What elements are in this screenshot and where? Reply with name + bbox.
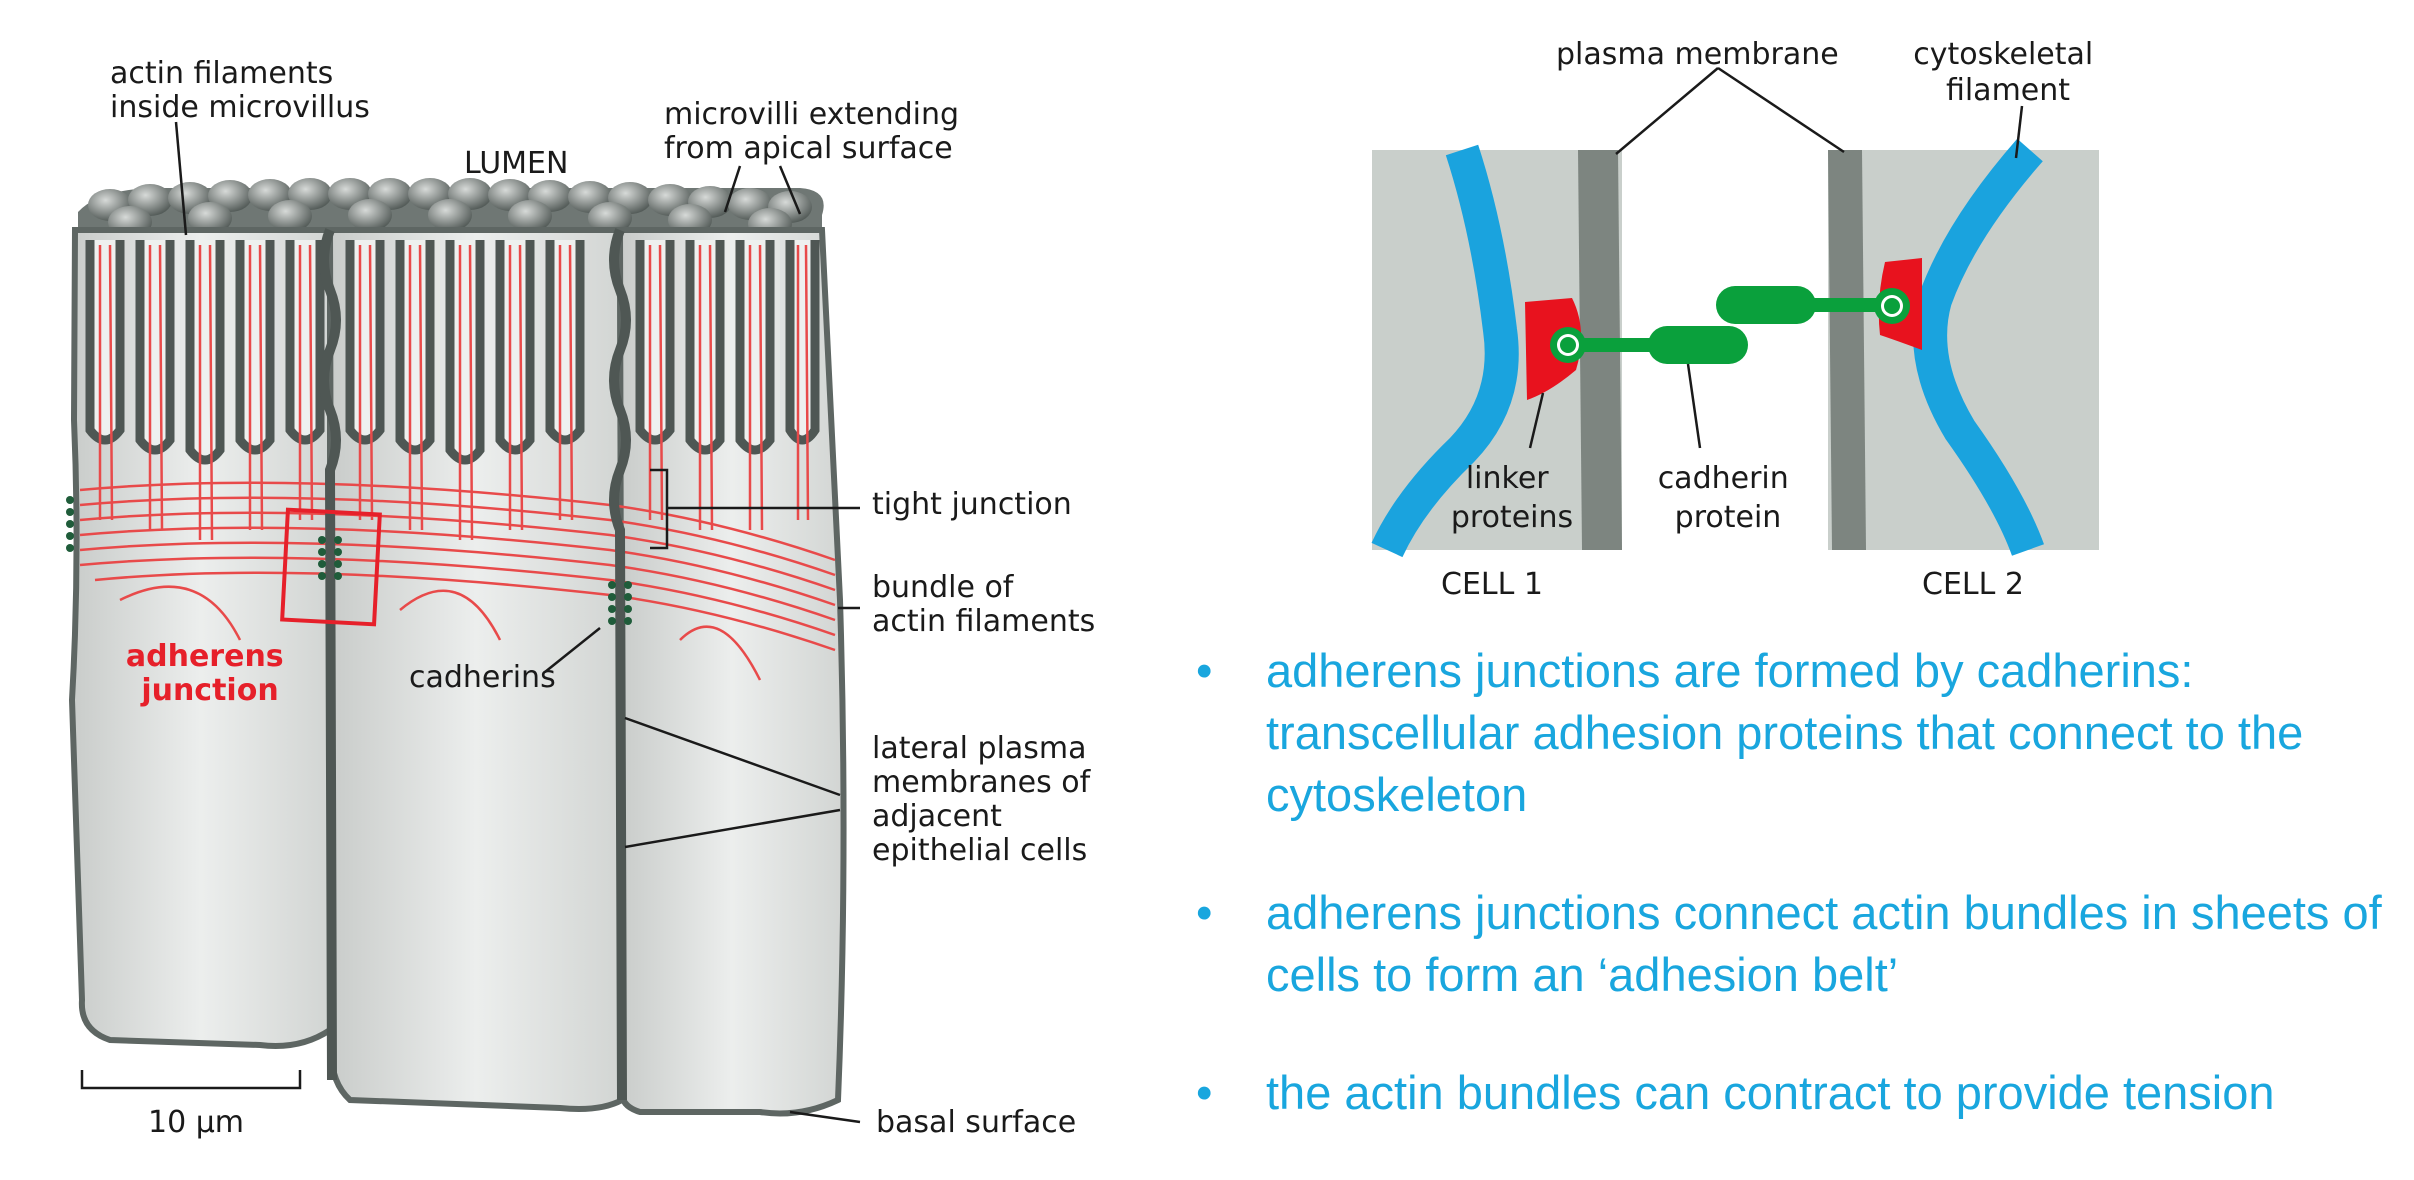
cell-body-3 [616, 227, 847, 1117]
left-leader-lines [80, 121, 861, 1124]
bullet-list: • adherens junctions are formed by cadher… [1190, 640, 2414, 1180]
cadherin-protein-label: cadherin protein [1658, 461, 1799, 535]
cadherin-protein [1550, 286, 1910, 364]
adherens-highlight-box [280, 507, 382, 627]
cell2-label: CELL 2 [1922, 567, 2024, 602]
plasma-membrane-label: plasma membrane [1556, 37, 1839, 72]
cadherins-label: cadherins [409, 660, 556, 695]
microvilli-tops [88, 178, 812, 240]
bullet-item: • adherens junctions connect actin bundle… [1190, 882, 2414, 1006]
lateral-membranes-label: lateral plasma membranes of adjacent epi… [872, 731, 1100, 868]
right-leader-lines [1528, 66, 2024, 449]
cytoskeletal-filament-label: cytoskeletal filament [1913, 37, 2103, 108]
bullet-dot-icon: • [1196, 1066, 1213, 1119]
cytoskeletal-filament-cell2 [1913, 138, 2044, 556]
bullet-text: adherens junctions are formed by cadheri… [1266, 644, 2304, 821]
tight-junction-label: tight junction [872, 487, 1072, 522]
microvilli-label: microvilli extending from apical surface [664, 97, 969, 166]
bundle-actin-label: bundle of actin filaments [872, 570, 1095, 639]
cell1-label: CELL 1 [1441, 567, 1543, 602]
adherens-junction-label: adherens junction [126, 639, 294, 708]
actin-belt [79, 481, 836, 681]
cadherin-clusters [66, 496, 632, 625]
linker-proteins-label: linker proteins [1451, 461, 1573, 535]
bullet-text: the actin bundles can contract to provid… [1266, 1066, 2275, 1119]
cytoskeletal-filament-cell1 [1371, 144, 1519, 558]
basal-surface-label: basal surface [876, 1105, 1076, 1140]
lumen-label: LUMEN [464, 146, 568, 181]
bullet-item: • the actin bundles can contract to provi… [1190, 1062, 2414, 1124]
bullet-dot-icon: • [1196, 886, 1213, 939]
bullet-text: adherens junctions connect actin bundles… [1266, 886, 2382, 1001]
microvillus-actin [98, 244, 810, 541]
microvilli [85, 240, 820, 465]
cadherin-schematic [1371, 138, 2099, 558]
scale-bar-label: 10 μm [148, 1105, 244, 1140]
plasma-membrane-cell2 [1828, 150, 1866, 550]
lateral-membranes [319, 228, 631, 1101]
bullet-item: • adherens junctions are formed by cadher… [1190, 640, 2414, 826]
actin-filaments-label: actin filaments inside microvillus [110, 56, 370, 125]
epithelium-illustration [66, 178, 847, 1117]
bullet-dot-icon: • [1196, 644, 1213, 697]
